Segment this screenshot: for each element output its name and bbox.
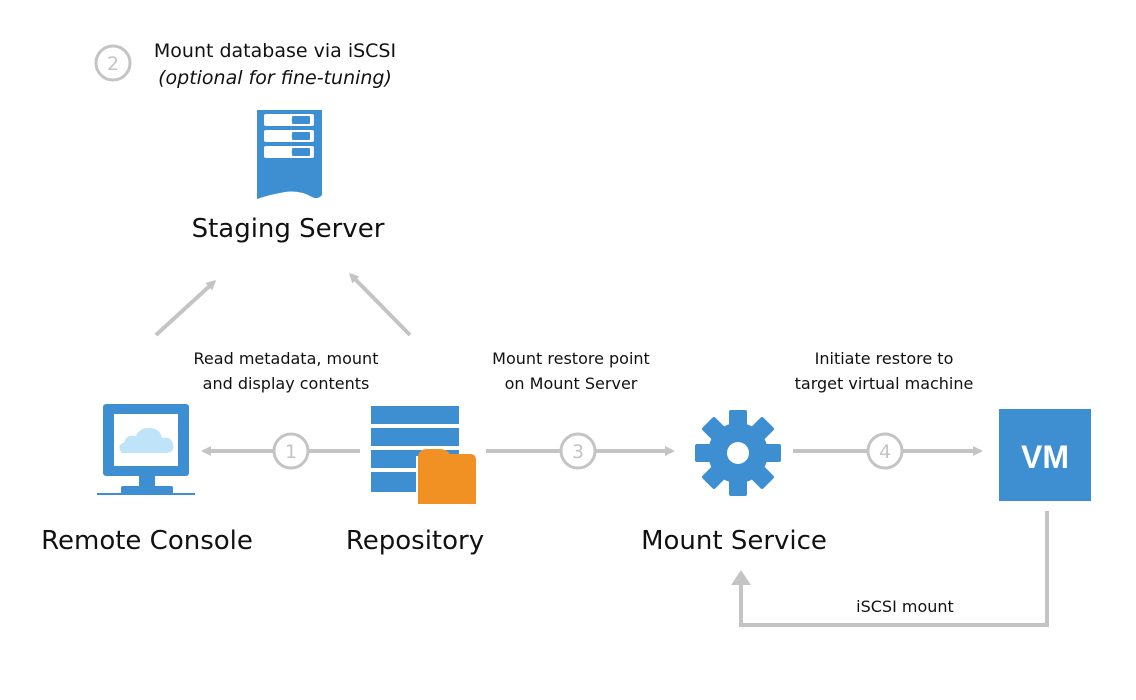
connector-mount-vm	[793, 432, 983, 470]
mount-restore-caption: Mount restore point on Mount Server	[466, 346, 676, 396]
mount-service-label: Mount Service	[641, 526, 827, 556]
database-folder-icon	[371, 406, 476, 504]
step-2-marker: 2	[94, 44, 132, 82]
arrow-repository-to-staging	[348, 272, 412, 337]
repository-label: Repository	[345, 526, 485, 556]
arrow-vm-to-mount-service	[739, 511, 1049, 627]
step-3-number: 3	[572, 441, 584, 463]
vm-label: VM	[1021, 439, 1069, 475]
read-metadata-caption: Read metadata, mount and display content…	[168, 346, 404, 396]
server-icon	[257, 110, 322, 199]
mount-restore-line-2: on Mount Server	[504, 374, 638, 393]
mount-restore-line-1: Mount restore point	[492, 349, 650, 368]
step-2-caption: Mount database via iSCSI (optional for f…	[140, 38, 410, 92]
arrow-vm-to-mount-service-head	[731, 570, 751, 585]
initiate-restore-line-1: Initiate restore to	[814, 349, 954, 368]
iscsi-mount-caption: iSCSI mount	[856, 597, 954, 616]
initiate-restore-caption: Initiate restore to target virtual machi…	[772, 346, 996, 396]
connector-repository-console	[201, 432, 360, 470]
arrow-console-to-staging	[154, 279, 217, 337]
step-2-subtitle: (optional for fine-tuning)	[158, 67, 392, 89]
monitor-cloud-icon	[97, 404, 195, 495]
read-metadata-line-2: and display contents	[202, 374, 370, 393]
gear-icon	[695, 410, 781, 496]
step-4-number: 4	[879, 441, 891, 463]
vm-box-icon: VM	[999, 409, 1091, 501]
remote-console-label: Remote Console	[41, 526, 253, 556]
step-1-number: 1	[285, 441, 297, 463]
step-2-number: 2	[107, 53, 119, 75]
initiate-restore-line-2: target virtual machine	[794, 374, 974, 393]
connector-repository-mount	[486, 432, 675, 470]
step-2-title: Mount database via iSCSI	[153, 40, 397, 62]
staging-server-label: Staging Server	[191, 214, 385, 244]
read-metadata-line-1: Read metadata, mount	[193, 349, 379, 368]
